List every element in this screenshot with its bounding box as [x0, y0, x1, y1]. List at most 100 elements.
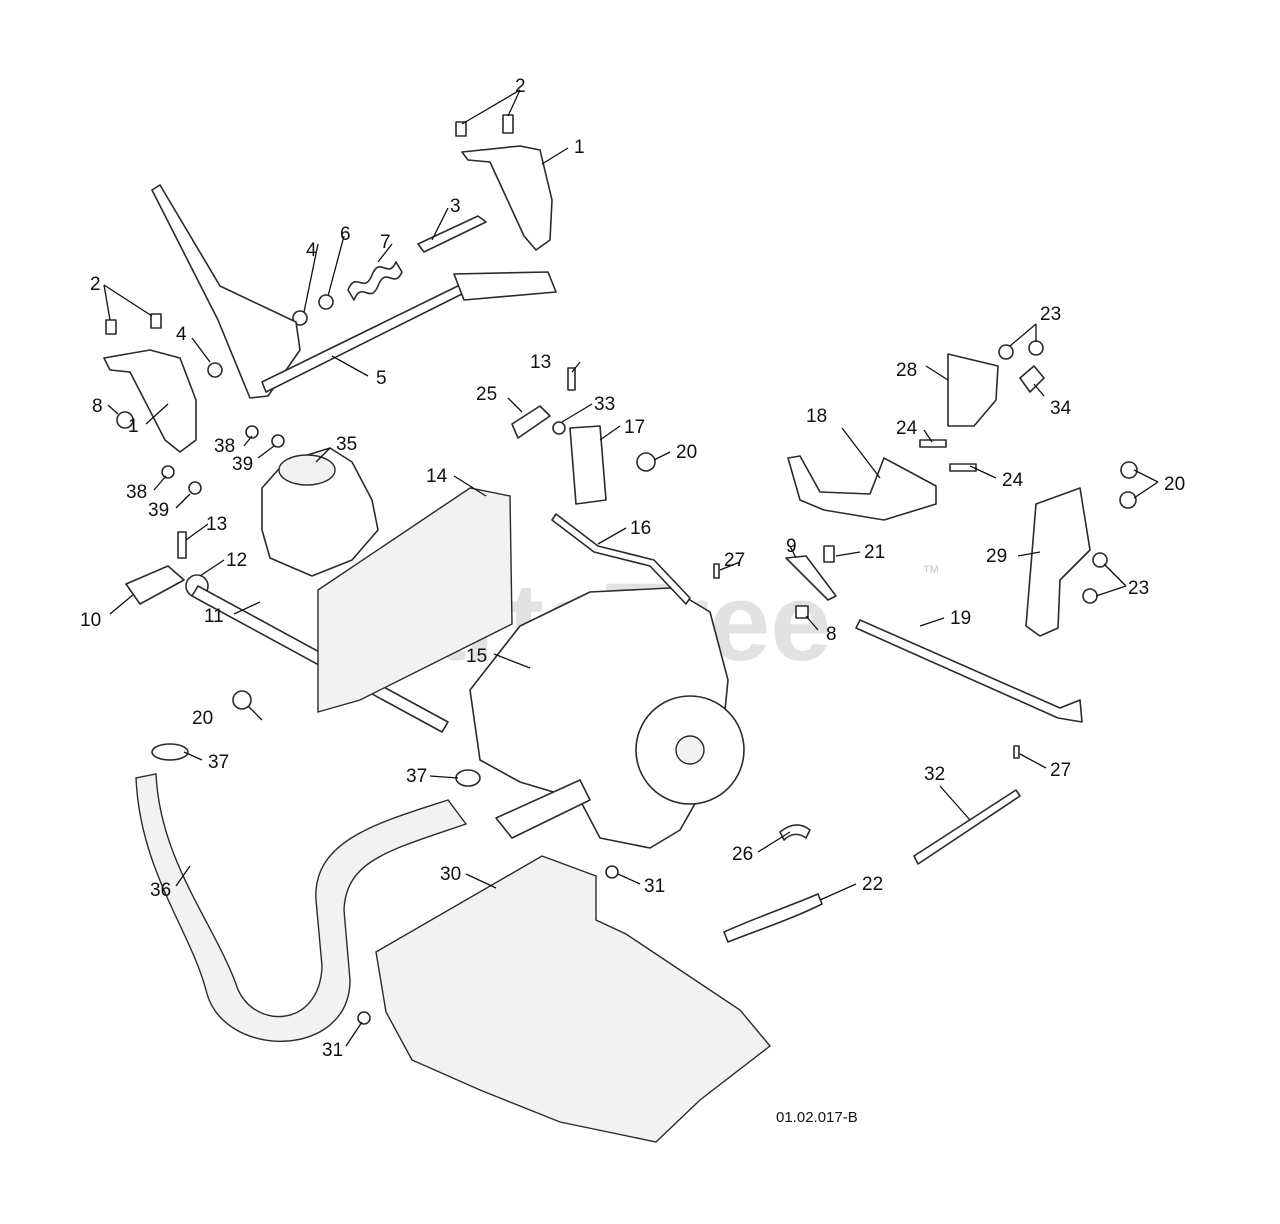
bracket-left[interactable] — [103, 349, 197, 453]
link-25[interactable] — [511, 405, 551, 439]
washer-6[interactable] — [318, 294, 334, 310]
spring-22[interactable] — [723, 893, 823, 943]
callout-39-upper: 39 — [232, 454, 253, 475]
callout-4-upper: 4 — [306, 240, 317, 261]
callout-17: 17 — [624, 417, 645, 438]
callout-37-center: 37 — [406, 766, 427, 787]
washer-39-a[interactable] — [271, 434, 285, 448]
pulley-hub[interactable] — [675, 735, 705, 765]
screw-38-b[interactable] — [161, 465, 175, 479]
screw-20-center[interactable] — [636, 452, 656, 472]
clamp-37-center[interactable] — [455, 769, 481, 787]
screw-31-b[interactable] — [357, 1011, 371, 1025]
callout-26: 26 — [732, 844, 753, 865]
spring-clip-26[interactable] — [779, 824, 811, 841]
washer-39-b[interactable] — [188, 481, 202, 495]
linkage-rod[interactable] — [551, 513, 691, 605]
callout-37-left: 37 — [208, 752, 229, 773]
pin-24-b[interactable] — [949, 463, 977, 472]
callout-25: 25 — [476, 384, 497, 405]
long-bolt[interactable] — [417, 215, 487, 253]
arm-10[interactable] — [125, 565, 185, 605]
callout-38-upper: 38 — [214, 436, 235, 457]
screw-20-right-a[interactable] — [1120, 461, 1138, 479]
rod-end-plate[interactable] — [453, 271, 557, 301]
callout-18: 18 — [806, 406, 827, 427]
leader-lines — [103, 89, 1159, 1047]
shift-lever[interactable] — [151, 184, 301, 399]
pin-27-right[interactable] — [1013, 745, 1020, 759]
screw-20-right-b[interactable] — [1119, 491, 1137, 509]
washer-4-left[interactable] — [207, 362, 223, 378]
screw-38-a[interactable] — [245, 425, 259, 439]
bracket-28[interactable] — [947, 353, 999, 427]
callout-11: 11 — [204, 606, 224, 627]
callout-3: 3 — [450, 196, 461, 217]
callout-1-upper: 1 — [574, 137, 585, 158]
callout-10: 10 — [80, 610, 101, 631]
rod-19[interactable] — [855, 619, 1083, 723]
skid-plate-30[interactable] — [375, 855, 772, 1143]
callout-13-upper: 13 — [530, 352, 551, 373]
spring[interactable] — [347, 261, 403, 301]
callout-2-upper: 2 — [515, 76, 526, 97]
callout-14: 14 — [426, 466, 448, 487]
callout-28: 28 — [896, 360, 917, 381]
clip-21[interactable] — [823, 545, 835, 563]
callout-24-lower: 24 — [1002, 470, 1024, 491]
callout-4-left: 4 — [176, 324, 187, 345]
callout-35: 35 — [336, 434, 357, 455]
callout-9: 9 — [786, 536, 797, 557]
bolt-upper-b[interactable] — [502, 114, 514, 134]
callout-38-lower: 38 — [126, 482, 147, 503]
bracket-17[interactable] — [569, 425, 607, 505]
bracket-18[interactable] — [787, 455, 937, 521]
callout-labels: 2 1 3 7 6 4 2 4 5 8 1 38 39 35 38 39 13 … — [80, 76, 1185, 1061]
mounting-plate[interactable] — [317, 487, 513, 713]
screw-31-a[interactable] — [605, 865, 619, 879]
callout-8-left: 8 — [92, 396, 103, 417]
callout-24-upper: 24 — [896, 418, 918, 439]
nut-23-a[interactable] — [998, 344, 1014, 360]
bracket-upper[interactable] — [461, 145, 553, 251]
callout-6: 6 — [340, 224, 351, 245]
callout-16: 16 — [630, 518, 651, 539]
callout-33: 33 — [594, 394, 615, 415]
nut-8-right[interactable] — [795, 605, 809, 619]
callout-27-center: 27 — [724, 550, 745, 571]
callout-30: 30 — [440, 864, 461, 885]
pin-13-left[interactable] — [177, 531, 187, 559]
callout-22: 22 — [862, 874, 883, 895]
clamp-37-left[interactable] — [151, 743, 189, 761]
pin-27-center[interactable] — [713, 563, 720, 579]
reservoir-cap[interactable] — [278, 454, 336, 486]
callout-7: 7 — [380, 232, 391, 253]
nut-8-left[interactable] — [116, 411, 134, 429]
callout-8-right: 8 — [826, 624, 837, 645]
pin-24-a[interactable] — [919, 439, 947, 448]
axle-tube[interactable] — [495, 779, 591, 839]
bolt-upper-a[interactable] — [455, 121, 467, 137]
bracket-29[interactable] — [1025, 487, 1091, 637]
callout-23-upper: 23 — [1040, 304, 1061, 325]
stud-34[interactable] — [1019, 365, 1045, 393]
nut-23-c[interactable] — [1092, 552, 1108, 568]
lever-9[interactable] — [785, 555, 837, 601]
callout-36: 36 — [150, 880, 171, 901]
callout-31-lower: 31 — [322, 1040, 343, 1061]
callout-23-lower: 23 — [1128, 578, 1149, 599]
rod-32[interactable] — [913, 789, 1021, 865]
pin-13-upper[interactable] — [567, 367, 576, 391]
bolt-left-a[interactable] — [105, 319, 117, 335]
bolt-left-b[interactable] — [150, 313, 162, 329]
hose-36[interactable] — [135, 773, 468, 1042]
callout-39-lower: 39 — [148, 500, 169, 521]
screw-20-left[interactable] — [232, 690, 252, 710]
callout-27-right: 27 — [1050, 760, 1071, 781]
callout-2-left: 2 — [90, 274, 101, 295]
nut-23-d[interactable] — [1082, 588, 1098, 604]
clip-33[interactable] — [552, 421, 566, 435]
nut-23-b[interactable] — [1028, 340, 1044, 356]
